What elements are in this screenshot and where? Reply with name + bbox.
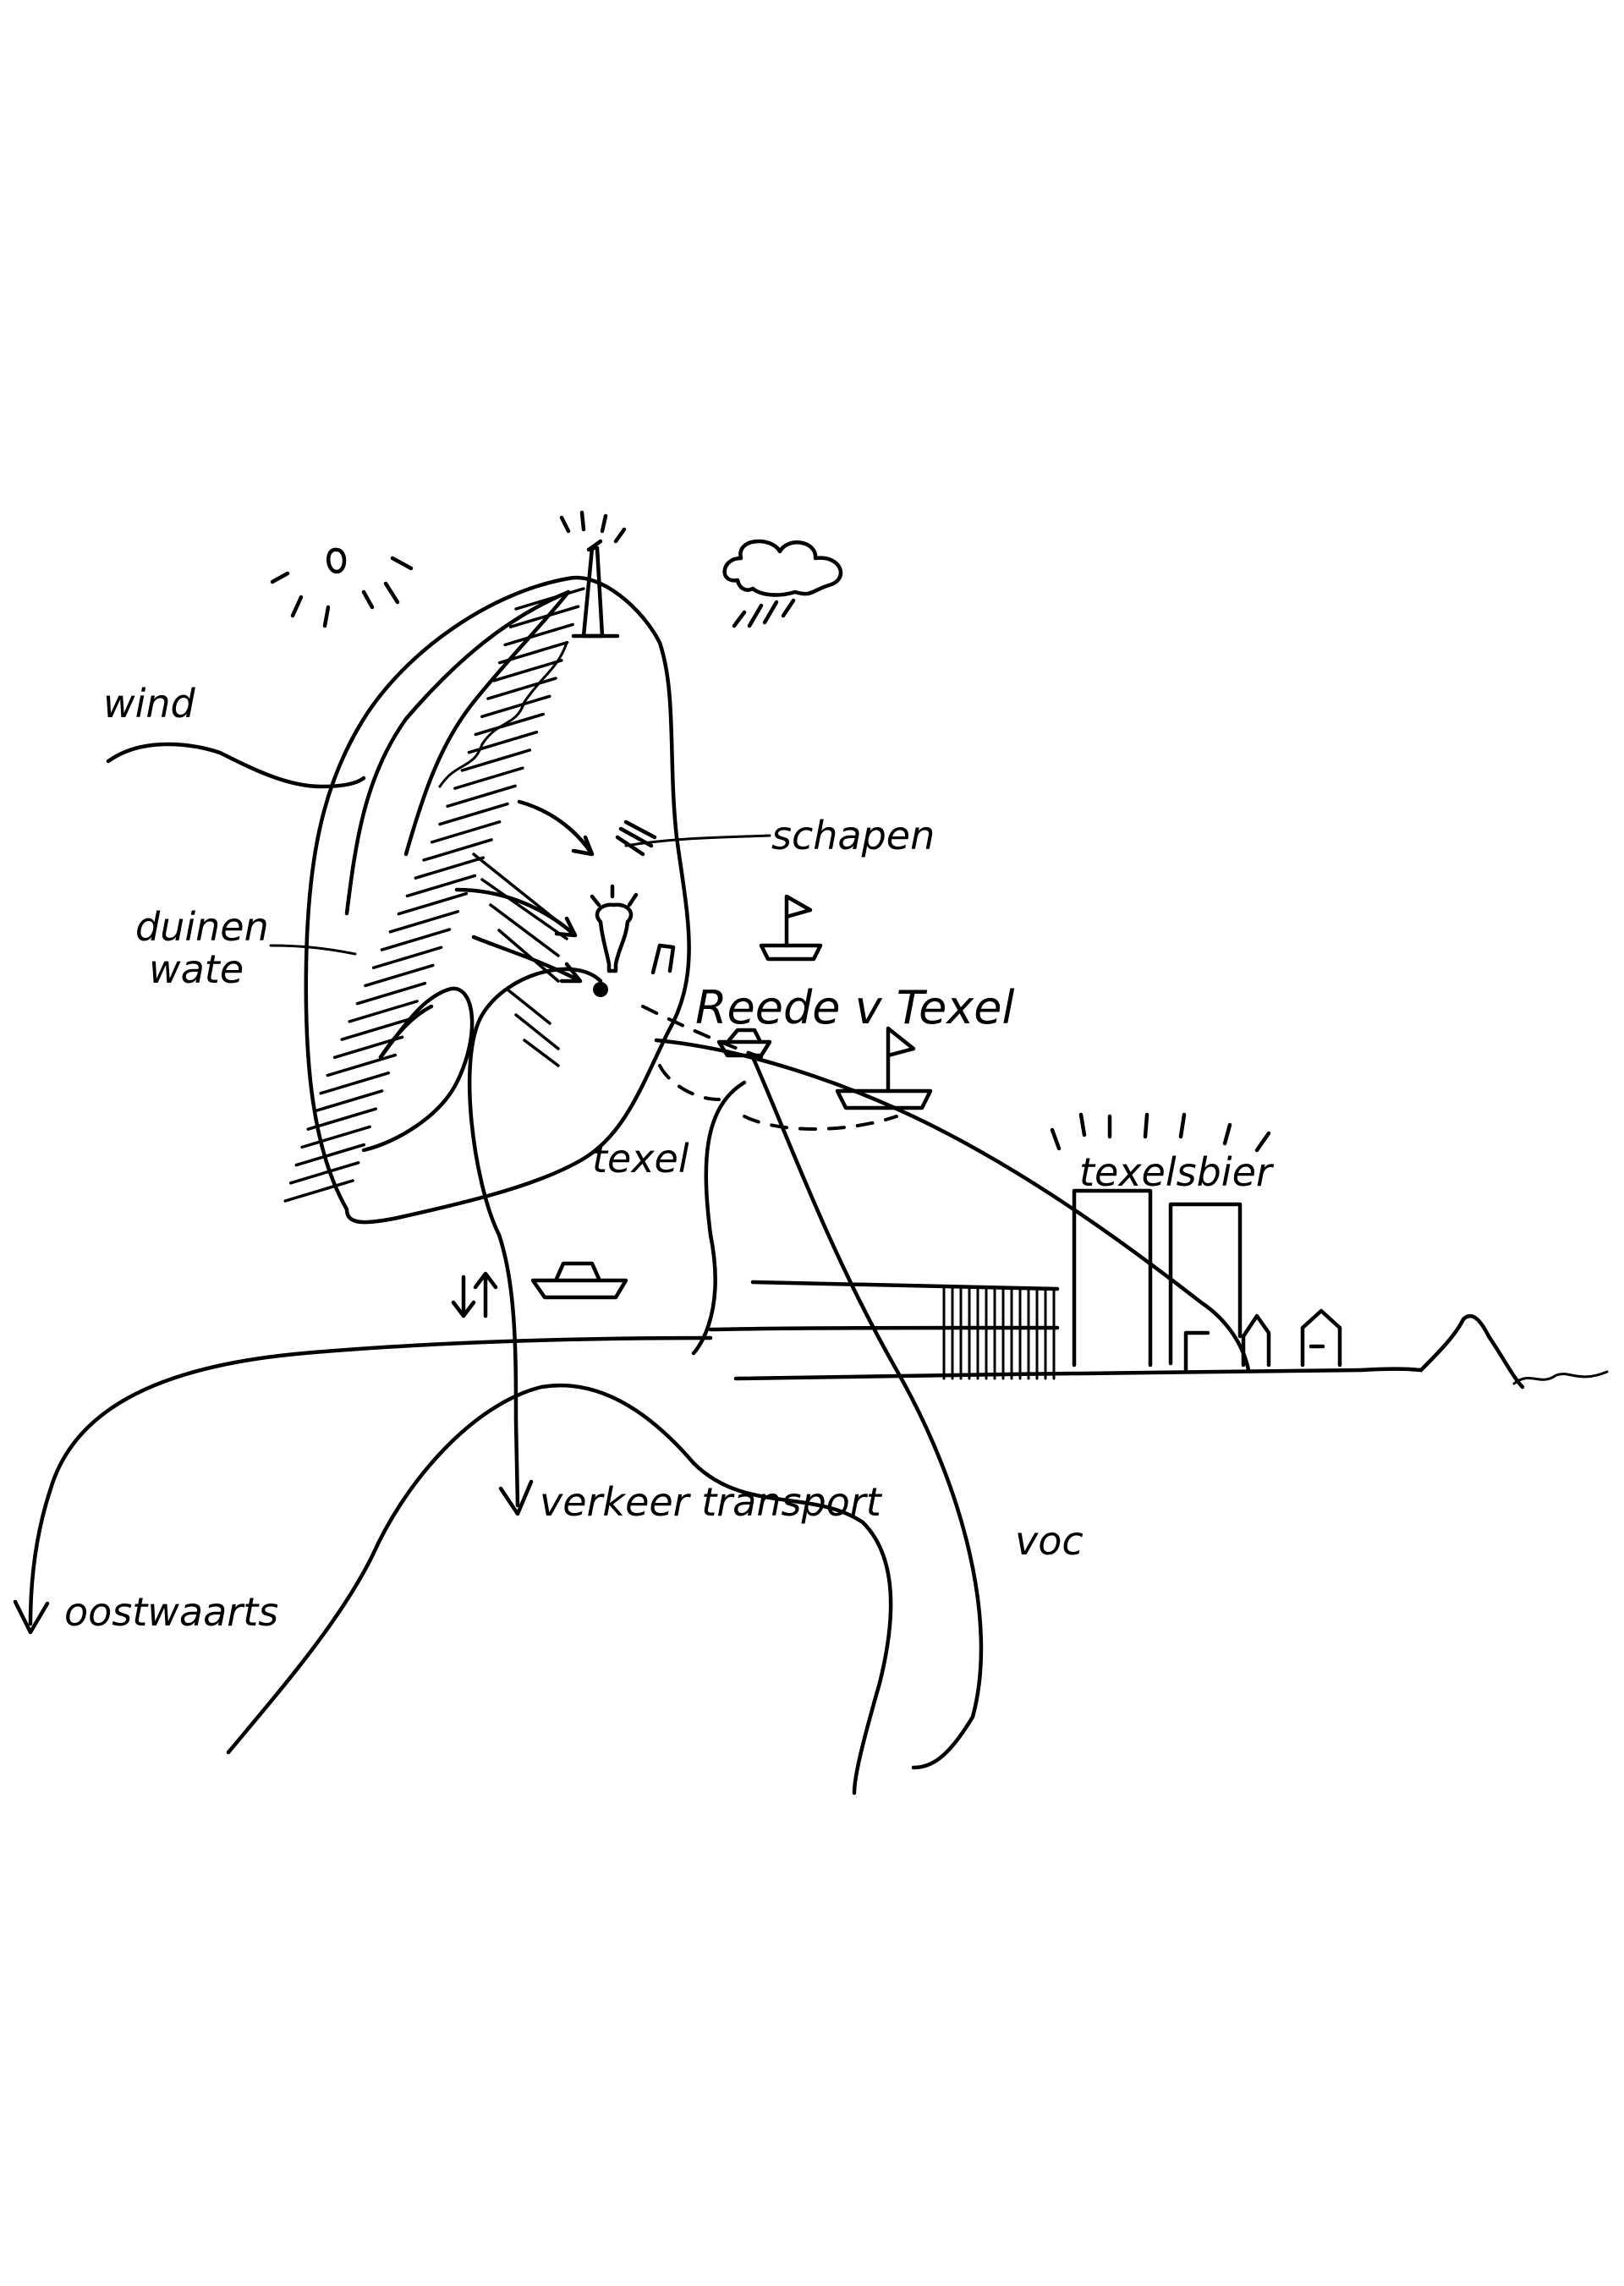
harbor-lines xyxy=(708,1280,1424,1381)
hatch-stroke xyxy=(300,1125,371,1149)
label-oostwaarts: oostwaarts xyxy=(64,1589,278,1635)
hatch-stroke xyxy=(480,694,551,719)
hatch-stroke xyxy=(422,838,493,862)
hatch-stroke xyxy=(294,1143,366,1167)
hatch-stroke xyxy=(405,874,477,898)
lamp-icon xyxy=(590,884,676,975)
hatch-stroke xyxy=(364,963,435,988)
oostwaarts-arrowhead xyxy=(13,1599,50,1635)
lighthouse-icon xyxy=(559,510,627,639)
sun-icon xyxy=(270,547,414,628)
brewery-towers xyxy=(1050,1112,1271,1373)
sheep-hatch xyxy=(472,852,568,1067)
hatch-stroke xyxy=(312,1089,384,1113)
harbor-building xyxy=(942,1287,1056,1380)
hatch-stroke xyxy=(348,1000,419,1023)
hatch-stroke xyxy=(380,928,452,951)
waves xyxy=(1512,1370,1609,1385)
hatch-stroke xyxy=(306,1107,378,1131)
label-texel: texel xyxy=(592,1136,689,1181)
hatch-stroke xyxy=(430,820,502,844)
hatch-stroke xyxy=(397,891,469,916)
label-voc: voc xyxy=(1015,1518,1084,1564)
transport-spine xyxy=(467,967,603,1508)
hatch-stroke xyxy=(388,910,460,934)
hatch-stroke xyxy=(446,784,517,809)
hatch-stroke xyxy=(371,946,443,969)
rain-cloud-icon xyxy=(722,539,843,628)
bidirectional-arrow-icon xyxy=(451,1271,498,1318)
label-schapen: schapen xyxy=(771,813,935,858)
oostwaarts-route xyxy=(28,1335,713,1626)
hatch-stroke xyxy=(508,605,580,628)
voc-route xyxy=(750,1055,984,1770)
transport-arrowhead xyxy=(498,1479,534,1516)
hatch-stroke xyxy=(492,659,563,683)
reede-line xyxy=(654,1038,1251,1373)
dune-hill xyxy=(1418,1313,1525,1390)
ship-icon xyxy=(835,1026,933,1110)
label-reede: Reede v Texel xyxy=(695,981,1014,1034)
hatch-stroke xyxy=(283,1179,354,1203)
hatch-stroke xyxy=(319,1071,391,1095)
coast-wavy-line xyxy=(438,641,568,788)
hatch-stroke xyxy=(514,587,585,611)
hatch-stroke xyxy=(460,748,532,772)
hatch-stroke xyxy=(355,981,427,1006)
duinen-pointer xyxy=(269,944,357,956)
dashed-route xyxy=(641,1005,763,1059)
hatch-stroke xyxy=(288,1161,360,1185)
ship-icon xyxy=(759,894,823,962)
label-water: wate xyxy=(149,946,244,992)
label-verkeer: verkeer transport xyxy=(540,1479,883,1525)
channel-curve xyxy=(691,1080,747,1356)
ship-icon xyxy=(530,1261,628,1300)
island-outline xyxy=(304,575,691,1225)
inlet-curve xyxy=(361,986,475,1153)
label-wind: wind xyxy=(103,681,196,726)
hatch-stroke xyxy=(414,856,486,880)
hatch-stroke xyxy=(474,712,546,737)
hatch-stroke xyxy=(438,802,509,826)
label-texelsbier: texelsbier xyxy=(1079,1149,1275,1195)
label-duinen: duinen xyxy=(135,904,269,950)
hatch-stroke xyxy=(326,1053,398,1077)
hatch-stroke xyxy=(486,677,557,700)
port-dot xyxy=(593,982,608,997)
hatch-stroke xyxy=(503,622,574,647)
hatch-stroke xyxy=(497,640,569,665)
houses-icon xyxy=(1241,1308,1342,1368)
wind-arrow xyxy=(106,742,366,789)
mainland-outline xyxy=(226,1383,893,1795)
dashed-route-3 xyxy=(658,1064,721,1101)
hatch-stroke xyxy=(453,766,524,790)
dashed-route-2 xyxy=(743,1115,898,1131)
hatch-stroke xyxy=(340,1017,411,1041)
